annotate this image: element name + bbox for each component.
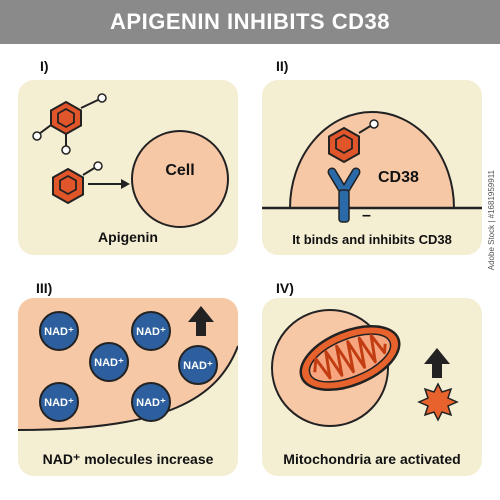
panel-cd38-art bbox=[262, 111, 482, 223]
arrow-up-icon bbox=[188, 306, 214, 336]
nad-molecule: NAD⁺ bbox=[178, 345, 218, 385]
panel-1-caption: Apigenin bbox=[98, 229, 158, 245]
nad-molecule: NAD⁺ bbox=[39, 311, 79, 351]
negative-charge-sign: – bbox=[362, 207, 371, 224]
benzene-ring-icon bbox=[52, 161, 103, 205]
page-title: APIGENIN INHIBITS CD38 bbox=[110, 9, 390, 34]
mitochondrion-icon bbox=[299, 325, 401, 391]
benzene-ring-icon bbox=[32, 93, 107, 155]
panel-cd38: CD38 – It binds and inhibits CD38 bbox=[262, 80, 482, 255]
nad-molecule: NAD⁺ bbox=[89, 342, 129, 382]
starburst-icon bbox=[417, 382, 459, 422]
panel-mitochondria-art bbox=[271, 309, 459, 427]
panel-2-numeral: II) bbox=[276, 58, 289, 74]
stock-id: Adobe Stock | #1681959911 bbox=[487, 170, 496, 271]
nad-molecule: NAD⁺ bbox=[39, 382, 79, 422]
arrow-right-icon bbox=[88, 179, 130, 189]
cell-boundary bbox=[18, 345, 238, 431]
cd38-label: CD38 bbox=[378, 169, 419, 186]
panel-mitochondria: Mitochondria are activated bbox=[262, 298, 482, 476]
panel-1-numeral: I) bbox=[40, 58, 49, 74]
panel-4-caption: Mitochondria are activated bbox=[283, 451, 461, 467]
cell-circle bbox=[131, 130, 229, 228]
nad-molecule: NAD⁺ bbox=[131, 311, 171, 351]
panel-4-numeral: IV) bbox=[276, 280, 294, 296]
nad-molecule: NAD⁺ bbox=[131, 382, 171, 422]
panel-2-caption: It binds and inhibits CD38 bbox=[292, 232, 452, 247]
benzene-ring-icon bbox=[328, 119, 379, 164]
panel-nad: NAD⁺NAD⁺NAD⁺NAD⁺NAD⁺NAD⁺ NAD⁺ molecules … bbox=[18, 298, 238, 476]
panel-3-caption: NAD⁺ molecules increase bbox=[42, 451, 214, 467]
y-receptor-icon bbox=[327, 167, 361, 223]
arrow-up-icon bbox=[424, 348, 450, 378]
panel-apigenin: Cell Apigenin bbox=[18, 80, 238, 255]
panel-3-numeral: III) bbox=[36, 280, 53, 296]
panel-apigenin-art bbox=[32, 93, 229, 228]
title-bar: APIGENIN INHIBITS CD38 bbox=[0, 0, 500, 44]
cell-label: Cell bbox=[165, 162, 195, 179]
